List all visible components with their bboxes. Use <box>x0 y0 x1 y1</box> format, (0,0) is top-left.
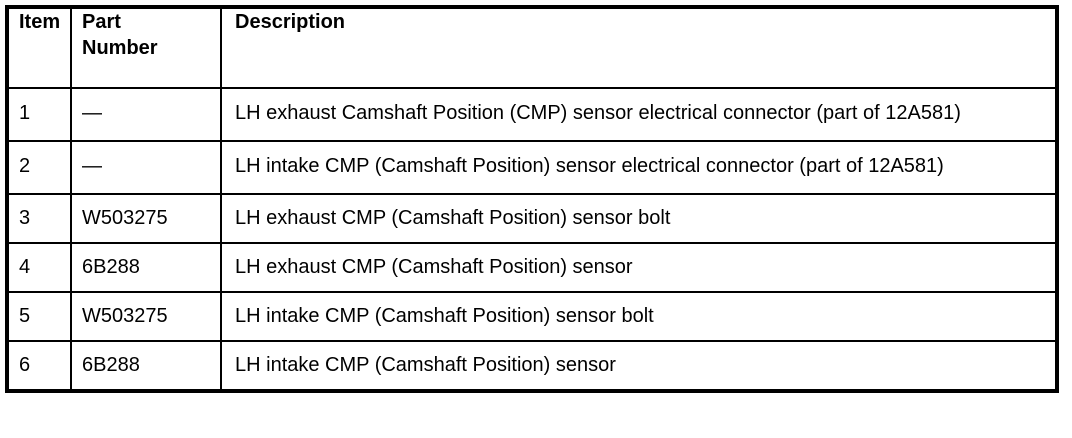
cell-description: LH exhaust Camshaft Position (CMP) senso… <box>220 87 1058 142</box>
cell-part-number-value: W503275 <box>82 305 168 327</box>
cell-item-value: 6 <box>19 354 31 376</box>
cell-description: LH intake CMP (Camshaft Position) sensor <box>220 340 1058 392</box>
cell-part-number-value: W503275 <box>82 207 168 229</box>
cell-part-number-value: 6B288 <box>82 256 140 278</box>
cell-description-value: LH intake CMP (Camshaft Position) sensor… <box>235 155 944 177</box>
cell-item-value: 4 <box>19 256 31 278</box>
table-row: 5 W503275 LH intake CMP (Camshaft Positi… <box>6 291 1058 342</box>
cell-part-number: — <box>70 87 222 142</box>
cell-item-value: 2 <box>19 155 31 177</box>
cell-item-value: 5 <box>19 305 31 327</box>
cell-description: LH exhaust CMP (Camshaft Position) senso… <box>220 242 1058 293</box>
cell-description-value: LH exhaust CMP (Camshaft Position) senso… <box>235 256 633 278</box>
cell-item: 6 <box>6 340 72 392</box>
parts-legend-table: Item Part Number Description 1 <box>5 5 1059 393</box>
cell-part-number-value: 6B288 <box>82 354 140 376</box>
cell-part-number-value: — <box>82 102 102 124</box>
cell-part-number-value: — <box>82 155 102 177</box>
cell-description-value: LH intake CMP (Camshaft Position) sensor <box>235 354 616 376</box>
cell-description-value: LH exhaust Camshaft Position (CMP) senso… <box>235 102 961 124</box>
table-row: 4 6B288 LH exhaust CMP (Camshaft Positio… <box>6 242 1058 293</box>
cell-description-value: LH intake CMP (Camshaft Position) sensor… <box>235 305 654 327</box>
column-header-part-number-label: Part Number <box>72 9 220 61</box>
table-body: 1 — LH exhaust Camshaft Position (CMP) s… <box>6 87 1058 392</box>
table-header-row: Item Part Number Description <box>6 6 1058 89</box>
cell-item: 5 <box>6 291 72 342</box>
column-header-description: Description <box>220 6 1058 89</box>
cell-part-number: W503275 <box>70 193 222 244</box>
column-header-item: Item <box>6 6 72 89</box>
cell-description: LH intake CMP (Camshaft Position) sensor… <box>220 291 1058 342</box>
table-row: 6 6B288 LH intake CMP (Camshaft Position… <box>6 340 1058 392</box>
cell-item: 2 <box>6 140 72 195</box>
cell-item: 1 <box>6 87 72 142</box>
cell-description: LH intake CMP (Camshaft Position) sensor… <box>220 140 1058 195</box>
cell-part-number: W503275 <box>70 291 222 342</box>
column-header-part-number-line2: Number <box>82 37 158 59</box>
cell-item: 3 <box>6 193 72 244</box>
cell-item-value: 1 <box>19 102 31 124</box>
column-header-part-number: Part Number <box>70 6 222 89</box>
column-header-description-label: Description <box>235 11 346 33</box>
cell-part-number: 6B288 <box>70 340 222 392</box>
cell-description-value: LH exhaust CMP (Camshaft Position) senso… <box>235 207 671 229</box>
table-row: 1 — LH exhaust Camshaft Position (CMP) s… <box>6 87 1058 142</box>
cell-description: LH exhaust CMP (Camshaft Position) senso… <box>220 193 1058 244</box>
column-header-item-label: Item <box>19 11 61 33</box>
cell-part-number: — <box>70 140 222 195</box>
table-row: 3 W503275 LH exhaust CMP (Camshaft Posit… <box>6 193 1058 244</box>
column-header-part-number-line1: Part <box>82 11 121 33</box>
cell-item: 4 <box>6 242 72 293</box>
table-header: Item Part Number Description <box>6 6 1058 89</box>
table-row: 2 — LH intake CMP (Camshaft Position) se… <box>6 140 1058 195</box>
cell-item-value: 3 <box>19 207 31 229</box>
cell-part-number: 6B288 <box>70 242 222 293</box>
